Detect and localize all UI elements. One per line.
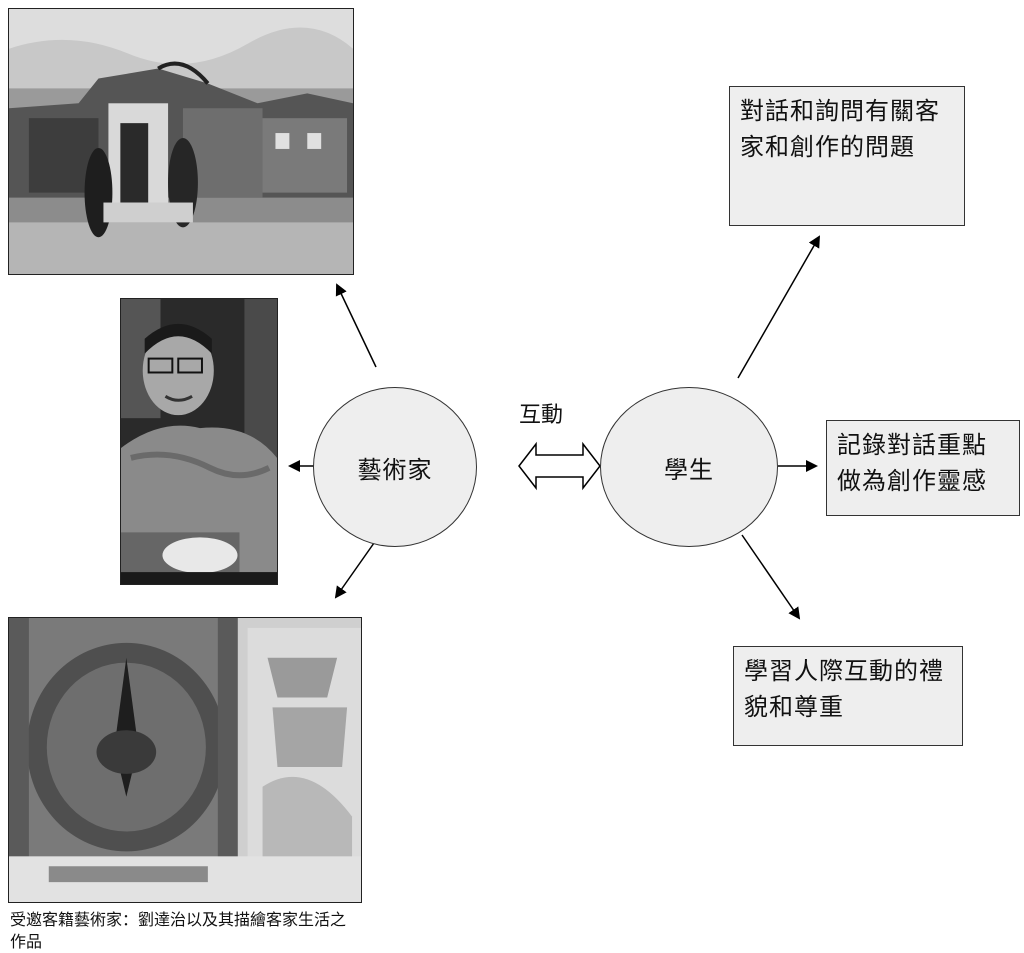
arrow-to-temple-painting <box>334 542 375 599</box>
artist-portrait-photo <box>120 298 278 585</box>
arrow-to-dialogue-box <box>737 235 820 379</box>
caption: 受邀客籍藝術家：劉達治以及其描繪客家生活之作品 <box>10 910 347 951</box>
learn-box: 學習人際互動的禮貌和尊重 <box>733 646 963 746</box>
arrow-to-house-painting <box>335 283 377 368</box>
hakka-house-painting <box>8 8 354 275</box>
dialogue-box-text: 對話和詢問有關客家和創作的問題 <box>740 97 940 161</box>
artist-node-label: 藝術家 <box>357 455 433 484</box>
dialogue-box: 對話和詢問有關客家和創作的問題 <box>729 86 965 226</box>
learn-box-text: 學習人際互動的禮貌和尊重 <box>744 657 944 721</box>
interaction-label: 互動 <box>519 403 564 428</box>
temple-painting <box>8 617 362 903</box>
record-box-text: 記錄對話重點做為創作靈感 <box>837 431 987 495</box>
student-node: 學生 <box>600 387 778 547</box>
interaction-double-arrow <box>518 441 601 491</box>
artist-node: 藝術家 <box>313 387 477 547</box>
record-box: 記錄對話重點做為創作靈感 <box>826 420 1020 516</box>
student-node-label: 學生 <box>664 455 714 484</box>
arrow-to-learn-box <box>741 534 801 620</box>
